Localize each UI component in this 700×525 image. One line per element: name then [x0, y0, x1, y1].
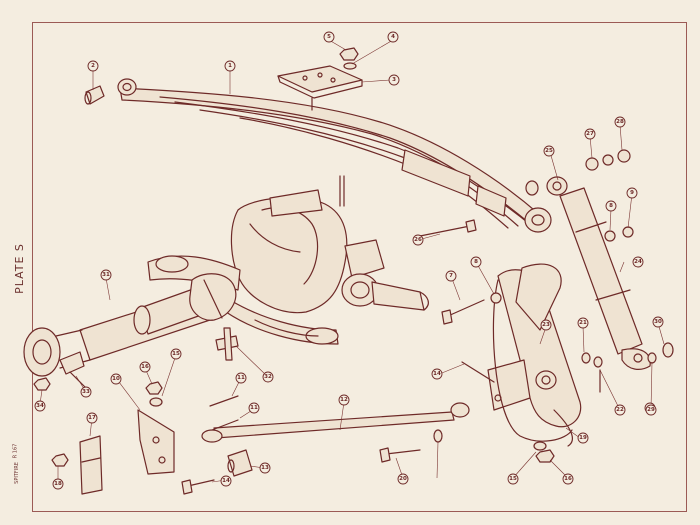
callout-number: 12	[340, 397, 348, 403]
callout-number: 1	[228, 63, 232, 69]
callout-number: 7	[449, 273, 453, 279]
callout: 23	[540, 319, 552, 331]
callout-number: 19	[579, 435, 587, 441]
callout-number: 31	[102, 272, 110, 278]
callout-number: 27	[586, 131, 594, 137]
bolts	[181, 219, 601, 495]
callout-number: 29	[647, 407, 655, 413]
trailing-arm-bracket	[487, 263, 582, 447]
callout: 30	[652, 316, 664, 328]
radius-rod	[201, 402, 470, 477]
callout: 4	[387, 31, 399, 43]
callout-number: 10	[112, 376, 120, 382]
callout-number: 11	[237, 375, 245, 381]
callout: 8	[605, 200, 617, 212]
callout: 19	[577, 432, 589, 444]
callout: 11	[248, 402, 260, 414]
callout: 10	[110, 373, 122, 385]
callout: 31	[100, 269, 112, 281]
callout: 1	[224, 60, 236, 72]
callout-number: 11	[250, 405, 258, 411]
callout: 26	[412, 234, 424, 246]
callout: 17	[86, 412, 98, 424]
callout: 29	[645, 404, 657, 416]
callout: 21	[577, 317, 589, 329]
callout-number: 22	[616, 407, 624, 413]
callout: 33	[80, 386, 92, 398]
callout-number: 21	[579, 320, 587, 326]
callout: 28	[614, 116, 626, 128]
callout: 2	[87, 60, 99, 72]
callout: 16	[139, 361, 151, 373]
callout-number: 2	[91, 63, 95, 69]
callout-number: 13	[261, 465, 269, 471]
callout-number: 9	[630, 190, 634, 196]
spring-clamp-plate	[277, 65, 363, 111]
nuts-washers	[33, 292, 603, 467]
callout-number: 14	[222, 478, 230, 484]
callout: 25	[543, 145, 555, 157]
callout-number: 23	[542, 322, 550, 328]
callout-number: 16	[141, 364, 149, 370]
callout: 13	[259, 462, 271, 474]
callout: 18	[52, 478, 64, 490]
callout: 9	[626, 187, 638, 199]
callout: 14	[220, 475, 232, 487]
callout-number: 18	[54, 481, 62, 487]
callout-number: 3	[392, 77, 396, 83]
callout: 14	[431, 368, 443, 380]
callout-number: 20	[399, 476, 407, 482]
callout-number: 16	[564, 476, 572, 482]
universal-joint-spider	[215, 327, 239, 361]
callout: 3	[388, 74, 400, 86]
callout-number: 8	[474, 259, 478, 265]
nut-washer-top	[339, 47, 359, 70]
callout-number: 14	[433, 371, 441, 377]
callout-number: 33	[82, 389, 90, 395]
callout-number: 8	[609, 203, 613, 209]
callout-number: 24	[634, 259, 642, 265]
callout-number: 25	[545, 148, 553, 154]
callout-markers: 1 2 3 4 5 6 7 8 9 10 11 11 12 13 14 14 1…	[34, 31, 664, 490]
callout: 20	[397, 473, 409, 485]
callout-number: 4	[391, 34, 395, 40]
callout: 24	[632, 256, 644, 268]
plate-frame	[32, 22, 687, 512]
callout-number: 34	[36, 403, 44, 409]
drive-shaft	[23, 273, 237, 389]
callout: 22	[614, 404, 626, 416]
callout: 8	[470, 256, 482, 268]
callout-number: 26	[414, 237, 422, 243]
shock-absorber	[525, 149, 674, 370]
callout: 5	[323, 31, 335, 43]
callout: 15	[170, 348, 182, 360]
differential-housing	[147, 175, 429, 345]
callout: 16	[562, 473, 574, 485]
callout: 12	[338, 394, 350, 406]
callout-number: 30	[654, 319, 662, 325]
callout: 32	[262, 371, 274, 383]
callout-number: 28	[616, 119, 624, 125]
callout: 15	[507, 473, 519, 485]
callout-number: 32	[264, 374, 272, 380]
mounting-bracket	[79, 409, 175, 495]
leaf-spring	[117, 78, 552, 233]
bush-left	[84, 85, 105, 105]
callout-number: 15	[509, 476, 517, 482]
callout-number: 15	[172, 351, 180, 357]
callout: 7	[445, 270, 457, 282]
callout-number: 17	[88, 415, 96, 421]
callout-number: 5	[327, 34, 331, 40]
callout: 27	[584, 128, 596, 140]
callout: 34	[34, 400, 46, 412]
callout: 11	[235, 372, 247, 384]
